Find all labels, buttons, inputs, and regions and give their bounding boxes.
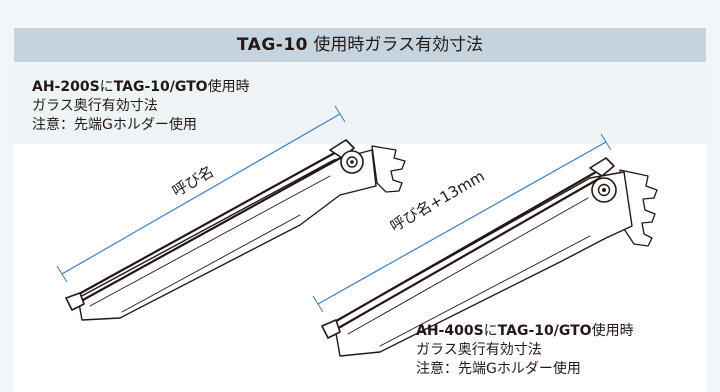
left-note: AH-200SにTAG-10/GTO使用時 ガラス奥行有効寸法 注意：先端Gホル…	[32, 78, 250, 135]
page-title: TAG-10 使用時ガラス有効寸法	[14, 28, 706, 62]
left-dimension-tick-start	[56, 265, 68, 283]
right-bracket	[321, 157, 658, 357]
left-bracket-arm-inner	[89, 175, 331, 313]
left-holder-model: TAG-10/GTO	[113, 79, 208, 95]
right-dimension-line	[317, 141, 607, 305]
left-knob-center	[350, 160, 354, 164]
left-note-line2: ガラス奥行有効寸法	[32, 98, 158, 114]
left-usage: 使用時	[207, 79, 250, 95]
right-joiner: に	[483, 323, 498, 339]
right-holder-model: TAG-10/GTO	[497, 323, 592, 339]
left-tip-holder	[329, 139, 355, 159]
left-rail-end	[65, 292, 85, 311]
right-tip-holder	[589, 157, 615, 177]
left-glass-rail	[66, 148, 346, 308]
right-dimension-tick-start	[312, 295, 324, 313]
title-text: 使用時ガラス有効寸法	[308, 35, 484, 55]
right-dimension	[312, 133, 612, 313]
right-dimension-label: 呼び名+13mm	[387, 167, 488, 236]
left-bracket	[65, 139, 406, 321]
right-dimension-tick-end	[600, 133, 612, 151]
right-glass-rail	[322, 170, 602, 336]
right-knob-center	[602, 188, 606, 192]
left-dimension-label: 呼び名	[169, 162, 217, 200]
left-bracket-model: AH-200S	[32, 79, 100, 95]
left-note-line1: AH-200SにTAG-10/GTO使用時	[32, 78, 250, 97]
right-bracket-model: AH-400S	[416, 323, 484, 339]
right-note-line1: AH-400SにTAG-10/GTO使用時	[416, 322, 634, 341]
left-note-line3: 注意：先端Gホルダー使用	[32, 117, 197, 133]
left-dimension	[56, 105, 346, 283]
title-model: TAG-10	[236, 35, 309, 55]
right-note-line3: 注意：先端Gホルダー使用	[416, 361, 581, 377]
left-joiner: に	[99, 79, 114, 95]
right-bracket-arm-inner	[347, 197, 591, 347]
right-usage: 使用時	[591, 323, 634, 339]
right-rail-end	[321, 319, 341, 339]
left-wall-plate	[371, 145, 406, 193]
right-note: AH-400SにTAG-10/GTO使用時 ガラス奥行有効寸法 注意：先端Gホル…	[416, 322, 634, 379]
left-dimension-line	[61, 113, 341, 275]
header-band	[14, 28, 706, 62]
right-note-line2: ガラス奥行有効寸法	[416, 342, 542, 358]
left-bracket-arm	[77, 149, 377, 321]
left-dimension-tick-end	[334, 105, 346, 123]
